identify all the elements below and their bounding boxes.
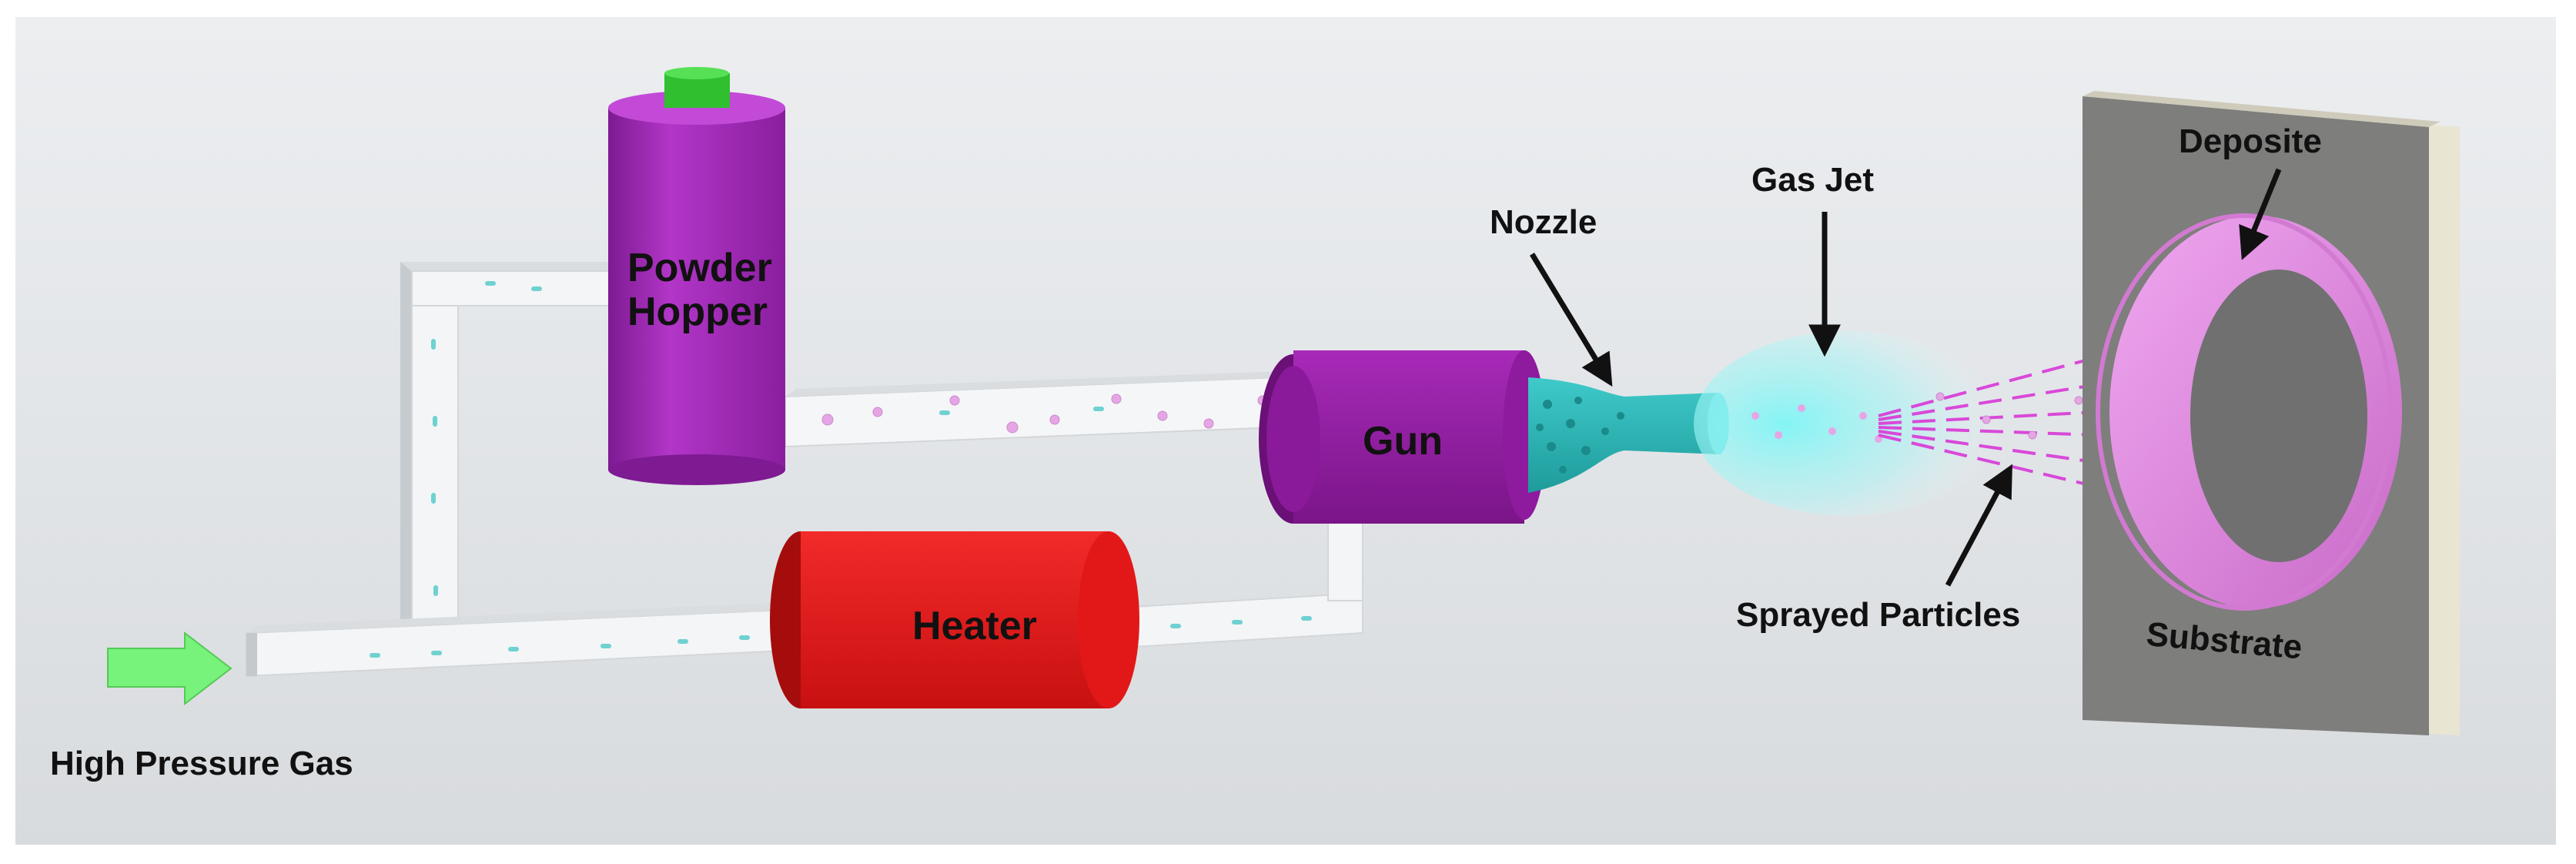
powder-hopper bbox=[608, 67, 785, 485]
hopper-cap bbox=[664, 67, 730, 108]
deposite-label: Deposite bbox=[2179, 122, 2322, 160]
deposit-ring bbox=[2096, 213, 2402, 611]
powder-hopper-label-line2: Hopper bbox=[627, 290, 768, 335]
annotation-arrows bbox=[1530, 168, 2282, 587]
high-pressure-gas-label: High Pressure Gas bbox=[50, 745, 353, 782]
nozzle-pointer-arrow bbox=[1530, 253, 1613, 387]
sprayed-particles-pointer-arrow bbox=[1945, 464, 2012, 587]
heater-label: Heater bbox=[912, 604, 1037, 648]
gun-label: Gun bbox=[1363, 419, 1443, 464]
powder-particles bbox=[821, 393, 1268, 434]
gas-jet-label: Gas Jet bbox=[1751, 161, 1874, 199]
powder-hopper-label-line1: Powder bbox=[627, 246, 772, 290]
sprayed-particles-label: Sprayed Particles bbox=[1736, 596, 2021, 634]
nozzle-label: Nozzle bbox=[1490, 203, 1597, 241]
gas-jet bbox=[1694, 331, 2002, 516]
powder-hopper-label: Powder Hopper bbox=[627, 246, 772, 335]
high-pressure-gas-arrow bbox=[107, 631, 233, 706]
gas-flow-dashes bbox=[370, 281, 1312, 658]
deposite-pointer-arrow bbox=[2239, 168, 2282, 260]
heater bbox=[770, 531, 1139, 708]
